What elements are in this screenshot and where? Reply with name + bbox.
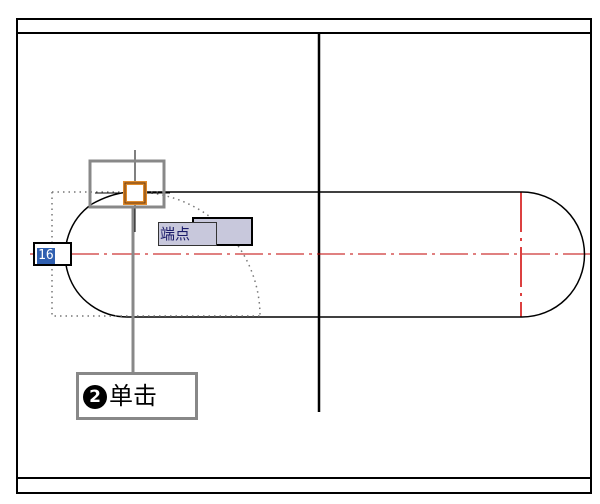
callout-highlight-box: [88, 159, 166, 209]
dynamic-input-value: 16: [37, 248, 55, 264]
viewport-frame: [16, 18, 592, 494]
step-number-badge: 2: [83, 385, 107, 409]
snap-tooltip: 端点: [158, 222, 217, 246]
dynamic-input-field[interactable]: 16: [33, 242, 72, 266]
step-label: 单击: [109, 382, 157, 410]
snap-marker-outline: [124, 182, 146, 204]
endpoint-snap-marker-icon: [123, 181, 147, 205]
slot-outline: [64, 191, 586, 318]
arc-preview: [91, 191, 129, 205]
